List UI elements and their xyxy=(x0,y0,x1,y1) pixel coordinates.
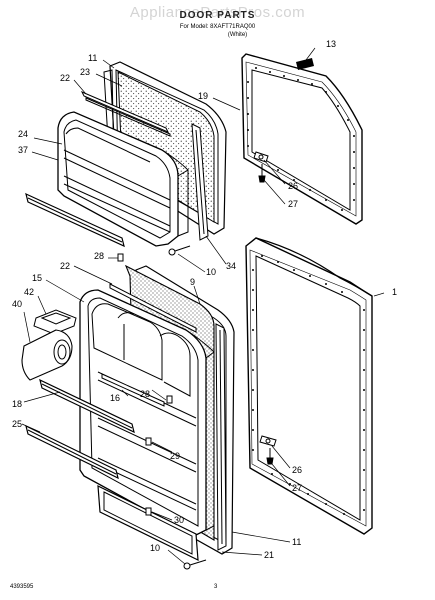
document-number: 4393595 xyxy=(10,584,34,590)
part-26-hinge-lower xyxy=(259,435,277,465)
part-22-upper-strip xyxy=(80,91,171,137)
part-34-edge-strip xyxy=(191,123,209,241)
part-13-label-tab xyxy=(296,58,314,70)
callout-16: 16 xyxy=(110,393,121,403)
part-10-screw-upper xyxy=(168,245,191,256)
part-25-door-bar xyxy=(25,424,119,480)
part-24-freezer-door-liner xyxy=(57,111,189,247)
callout-26: 26 xyxy=(288,181,299,191)
part-30-plug xyxy=(145,507,152,516)
callout-26: 26 xyxy=(292,465,303,475)
callout-15: 15 xyxy=(32,273,43,283)
callout-27: 27 xyxy=(292,483,303,493)
callout-23: 23 xyxy=(80,67,91,77)
callout-11: 11 xyxy=(88,53,98,63)
callout-18: 18 xyxy=(12,399,23,409)
leader-lines xyxy=(21,47,385,565)
callout-10: 10 xyxy=(206,267,217,277)
part-29-plug xyxy=(145,437,152,446)
part-37-shelf-bar xyxy=(25,192,125,248)
part-18-door-bar xyxy=(39,378,135,434)
part-22-lower-strip xyxy=(109,283,197,333)
part-42-butter-cover xyxy=(33,309,77,335)
part-28-plug-lower xyxy=(166,395,173,404)
watermark-text: AppliancePartsPros.com xyxy=(129,4,306,21)
part-1-fresh-food-outer-door xyxy=(245,237,373,535)
callout-1: 1 xyxy=(392,287,398,297)
callout-34: 34 xyxy=(226,261,237,271)
callout-28: 28 xyxy=(140,389,151,399)
part-26-hinge-upper xyxy=(253,151,269,183)
part-30-lower-frame xyxy=(97,484,199,562)
part-10-screw-lower xyxy=(183,559,207,570)
callout-22: 22 xyxy=(60,73,71,83)
callout-13: 13 xyxy=(326,39,337,49)
callout-25: 25 xyxy=(12,419,23,429)
callout-19: 19 xyxy=(198,91,209,101)
color-line: (White) xyxy=(227,32,248,38)
callout-29: 29 xyxy=(170,451,181,461)
callout-21: 21 xyxy=(264,550,275,560)
part-21-edge-strip xyxy=(215,323,227,551)
callout-22: 22 xyxy=(60,261,71,271)
callout-10: 10 xyxy=(150,543,161,553)
callout-42: 42 xyxy=(24,287,35,297)
part-19-freezer-outer-door xyxy=(241,53,363,225)
part-23-freezer-insulation xyxy=(117,71,215,223)
callout-37: 37 xyxy=(18,145,29,155)
callout-28: 28 xyxy=(94,251,105,261)
part-40-butter-dish xyxy=(21,329,73,381)
model-line: For Model: 8XAFT71RAQ00 xyxy=(179,24,256,30)
part-28-plug-upper xyxy=(117,253,124,262)
callout-40: 40 xyxy=(12,299,23,309)
diagram-title: DOOR PARTS xyxy=(179,10,256,21)
page-number: 3 xyxy=(214,584,218,590)
callout-27: 27 xyxy=(288,199,299,209)
callout-30: 30 xyxy=(174,515,185,525)
callout-24: 24 xyxy=(18,129,29,139)
callout-11: 11 xyxy=(292,537,302,547)
callout-9: 9 xyxy=(190,277,196,287)
